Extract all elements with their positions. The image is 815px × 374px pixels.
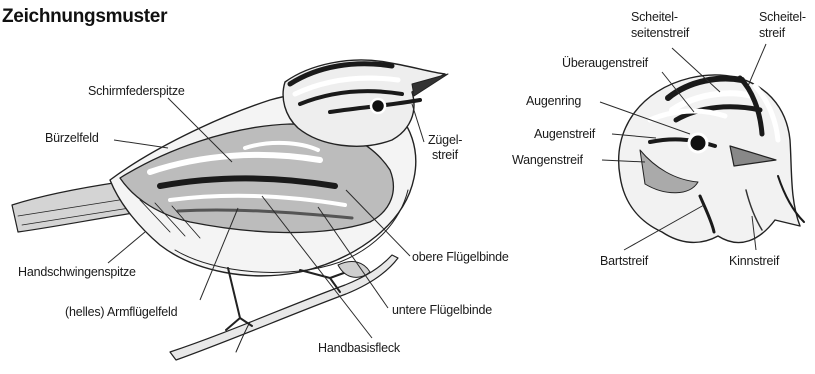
label-scheitelstreif-line2: streif [759, 26, 785, 40]
label-obere-fluegelbinde: obere Flügelbinde [412, 250, 509, 264]
page-title: Zeichnungsmuster [2, 6, 167, 28]
bird-eye [371, 99, 385, 113]
leader-zuegelstreif [412, 104, 424, 142]
label-handbasisfleck: Handbasisfleck [318, 341, 400, 355]
bird-head-front-illustration [619, 75, 804, 243]
label-ueberaugenstreif: Überaugenstreif [562, 56, 648, 70]
label-bartstreif: Bartstreif [600, 254, 648, 268]
label-handschwingenspitze: Handschwingenspitze [18, 265, 136, 279]
label-scheitelseitenstreif-line1: Scheitel- [631, 10, 678, 24]
label-wangenstreif: Wangenstreif [512, 153, 583, 167]
label-armfluegelfeld: (helles) Armflügelfeld [65, 305, 177, 319]
label-zuegelstreif-line1: Zügel- [428, 133, 462, 147]
label-untere-fluegelbinde: untere Flügelbinde [392, 303, 492, 317]
label-kinnstreif: Kinnstreif [729, 254, 779, 268]
leader-handschwingenspitze [108, 232, 145, 263]
label-zuegelstreif-line2: streif [432, 148, 458, 162]
label-buerzelfeld: Bürzelfeld [45, 131, 99, 145]
leader-buerzelfeld [114, 140, 168, 148]
label-schirmfederspitze: Schirmfederspitze [88, 84, 185, 98]
label-scheitelseitenstreif-line2: seitenstreif [631, 26, 689, 40]
label-scheitelstreif-line1: Scheitel- [759, 10, 806, 24]
leader-scheitelstreif [748, 44, 766, 86]
label-augenring: Augenring [526, 94, 581, 108]
head-eye [689, 134, 707, 152]
label-augenstreif: Augenstreif [534, 127, 595, 141]
